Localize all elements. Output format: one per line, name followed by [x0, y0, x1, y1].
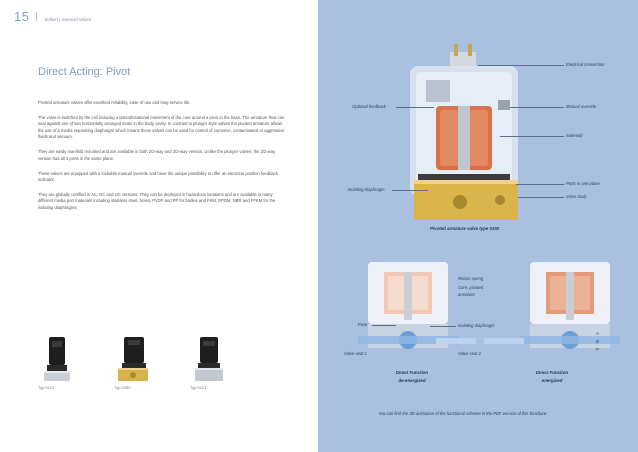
valve-cutaway-illustration [410, 44, 518, 220]
label-armature: armature [458, 292, 475, 297]
diagram-panel: Electrical connection Optional feedback … [318, 0, 638, 452]
label-ports-in-one-plane: Ports in one plane [566, 181, 600, 186]
scheme-de-energized [358, 262, 458, 349]
leader-line [478, 65, 564, 66]
valve-photo [118, 337, 148, 381]
caption-line: de-energized [398, 378, 426, 383]
label-valve-body: Valve body [566, 194, 587, 199]
paragraph: These valves are equipped with a lockabl… [38, 170, 278, 183]
leader-line [516, 184, 564, 185]
product-image-typ-0121: Typ 0121 [190, 335, 228, 390]
caption-de-energized: Direct Function de-energized [382, 370, 442, 383]
top-diagram-caption: Pivoted armature valve type 0330 [430, 226, 500, 231]
product-gallery: Typ 0124 Typ 0330 Typ 0121 [36, 335, 236, 395]
label-port-p: P [596, 347, 599, 352]
leader-line [430, 326, 456, 327]
page-header: 15 Bürkert | Solenoid Valves [14, 9, 91, 24]
leader-line [518, 197, 564, 198]
breadcrumb: Bürkert | Solenoid Valves [44, 17, 92, 22]
paragraph: The valve is switched by the coil induci… [38, 115, 285, 140]
label-return-spring: Return spring [458, 276, 484, 281]
valve-photo [44, 337, 70, 381]
leader-line [396, 107, 434, 108]
leader-line [372, 325, 396, 326]
scheme-energized [520, 262, 620, 349]
label-pivot: Pivot [358, 322, 368, 327]
caption-line: energized [541, 378, 563, 383]
label-manual-override: Manual override [566, 104, 597, 109]
page-title: Direct Acting: Pivot [38, 66, 131, 78]
label-optional-feedback: Optional feedback [352, 104, 386, 109]
caption-line: Direct Function [535, 370, 569, 375]
caption-energized: Direct Function energized [522, 370, 582, 383]
page-number: 15 [14, 9, 30, 24]
label-solenoid: Solenoid [566, 133, 583, 138]
caption-line: Direct Function [395, 370, 429, 375]
label-core-pivoted: Core, pivoted [458, 285, 483, 290]
product-image-typ-0124: Typ 0124 [38, 335, 76, 390]
product-caption: Typ 0121 [190, 385, 207, 390]
leader-line [392, 190, 428, 191]
header-divider [36, 12, 38, 21]
leader-line [500, 136, 564, 137]
label-port-a: A [596, 331, 599, 336]
paragraph: Pivoted armature valves offer excellent … [38, 100, 191, 105]
label-electrical-connection: Electrical connection [566, 62, 605, 67]
body-text: Pivoted armature valves offer excellent … [38, 100, 286, 220]
paragraph: They are globally certified in AC, DC an… [38, 192, 276, 210]
product-image-typ-0330: Typ 0330 [114, 335, 152, 390]
product-caption: Typ 0124 [38, 385, 55, 390]
valve-photo [195, 337, 223, 381]
label-port-b: B [596, 339, 599, 344]
label-isolating-diaphragm-bottom: Isolating diaphragm [458, 323, 495, 328]
label-valve-seat-1: Valve seat 1 [344, 351, 367, 356]
label-isolating-diaphragm: Isolating diaphragm [348, 187, 385, 192]
footnote: You can find the 3D-animation of the fun… [378, 411, 548, 416]
label-valve-seat-2: Valve seat 2 [458, 351, 481, 356]
product-caption: Typ 0330 [114, 385, 131, 390]
flow-arrow-icon [436, 338, 524, 344]
leader-line [510, 107, 564, 108]
paragraph: They are easily manifold mounted and are… [38, 149, 276, 161]
